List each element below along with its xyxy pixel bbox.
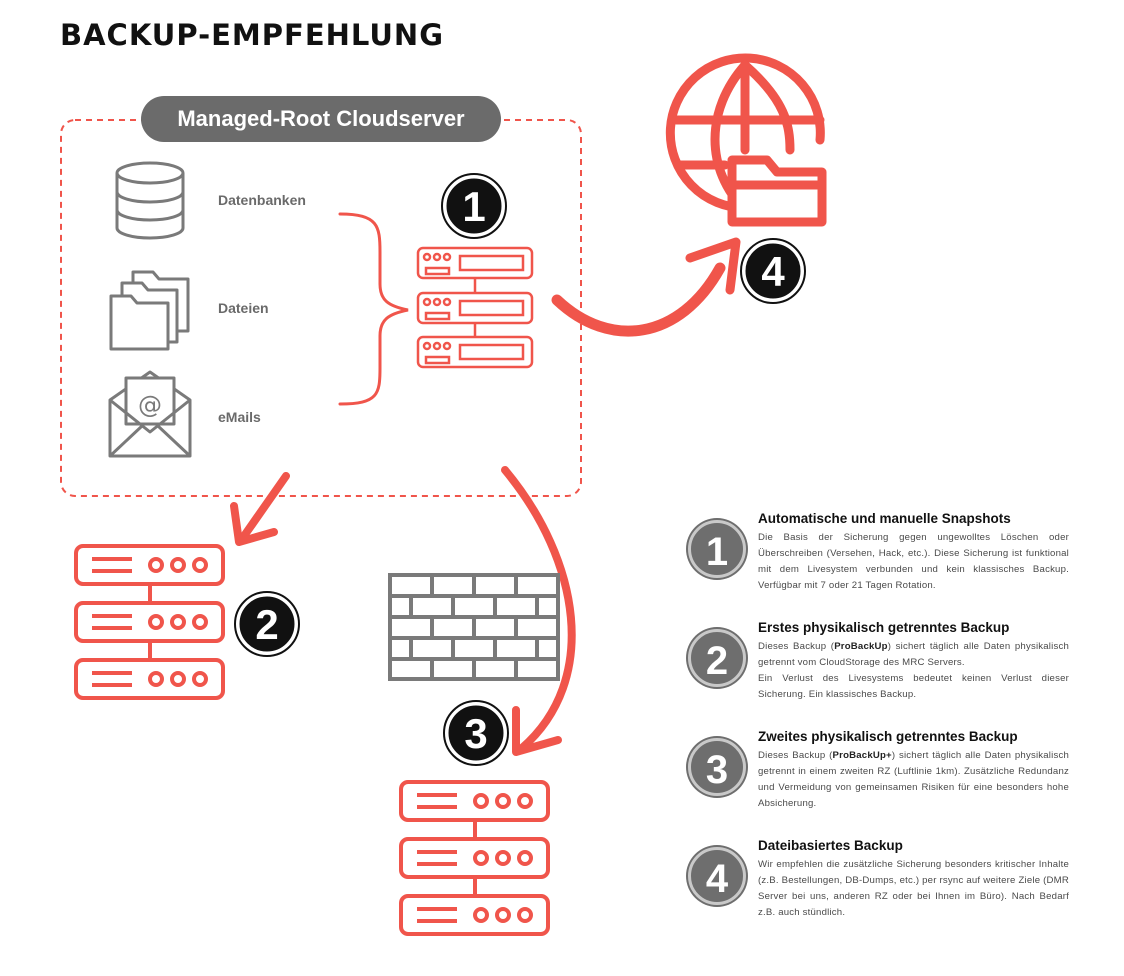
legend-body: Dieses Backup (ProBackUp+) sichert tägli… [758, 748, 1069, 812]
email-envelope-icon: @ [108, 370, 192, 458]
arrowhead-to-backup-3 [512, 706, 562, 756]
marker-1: 1 [441, 173, 507, 239]
arrow-to-backup-2 [240, 472, 290, 540]
marker-1-number: 1 [462, 183, 485, 230]
source-label-emails: eMails [218, 409, 261, 425]
arrowhead-to-file-backup [685, 237, 741, 295]
marker-3-number: 3 [464, 710, 487, 757]
marker-4-number: 4 [761, 248, 785, 295]
source-label-databases: Datenbanken [218, 192, 306, 208]
svg-text:@: @ [138, 391, 162, 419]
body-text: Ein Verlust des Livesystems bedeutet kei… [758, 673, 1069, 700]
grouping-brace [338, 212, 409, 406]
source-label-files: Dateien [218, 300, 269, 316]
body-text: ) sichert täglich alle Daten physikalisc… [758, 641, 1069, 668]
body-text: ) sichert täglich alle Daten physikalisc… [758, 750, 1069, 809]
arrow-to-backup-3 [501, 466, 576, 752]
legend-heading: Zweites physikalisch getrenntes Backup [758, 729, 1018, 744]
body-text: Die Basis der Sicherung gegen ungewollte… [758, 532, 1069, 591]
legend-body: Dieses Backup (ProBackUp) sichert täglic… [758, 639, 1069, 703]
product-name: ProBackUp+ [832, 750, 892, 761]
legend-heading: Erstes physikalisch getrenntes Backup [758, 620, 1010, 635]
arrow-to-file-backup [551, 262, 726, 337]
globe-folder-icon [665, 53, 827, 227]
firewall-icon [388, 573, 560, 681]
legend-heading: Automatische und manuelle Snapshots [758, 511, 1011, 526]
page-title: BACKUP-EMPFEHLUNG [60, 18, 445, 52]
marker-2-number: 2 [255, 601, 278, 648]
legend-number-badge: 4 [688, 847, 746, 905]
legend-heading: Dateibasiertes Backup [758, 838, 903, 853]
marker-4: 4 [740, 238, 806, 304]
legend-number-badge: 1 [688, 520, 746, 578]
legend-number-badge: 3 [688, 738, 746, 796]
container-label: Managed-Root Cloudserver [141, 96, 501, 142]
product-name: ProBackUp [834, 641, 888, 652]
body-text: Dieses Backup ( [758, 641, 835, 652]
backup-server-3-icon [399, 780, 550, 936]
legend-number-badge: 2 [688, 629, 746, 687]
arrowhead-to-backup-2 [230, 502, 278, 546]
legend-body: Die Basis der Sicherung gegen ungewollte… [758, 530, 1069, 594]
folders-icon [109, 270, 190, 351]
marker-3: 3 [443, 700, 509, 766]
backup-server-2-icon [74, 544, 225, 700]
marker-2: 2 [234, 591, 300, 657]
body-text: Dieses Backup ( [758, 750, 833, 761]
live-server-icon [416, 246, 534, 369]
legend-body: Wir empfehlen die zusätzliche Sicherung … [758, 857, 1069, 921]
body-text: Wir empfehlen die zusätzliche Sicherung … [758, 859, 1069, 918]
database-icon [115, 161, 185, 240]
